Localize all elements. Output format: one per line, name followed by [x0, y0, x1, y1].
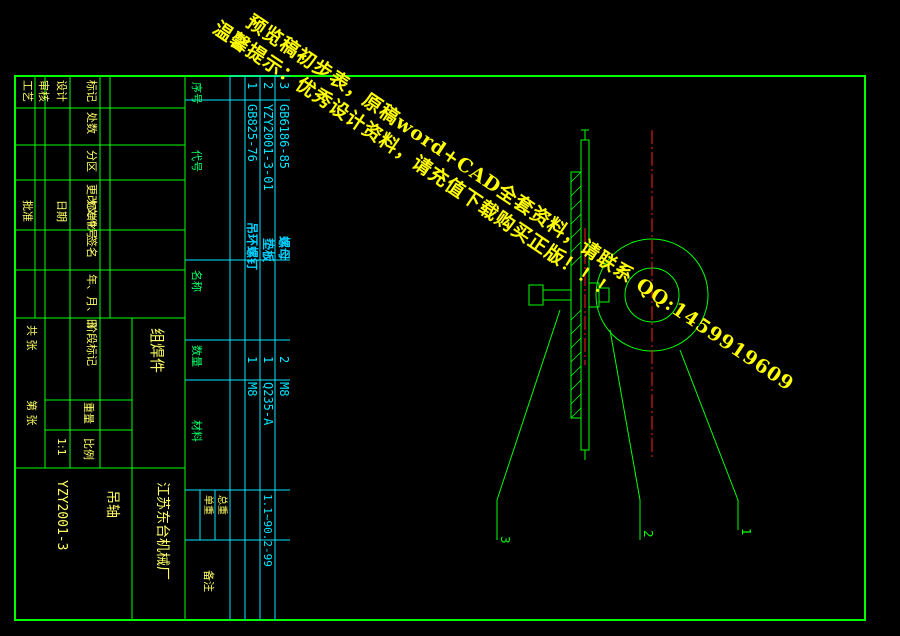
row1-name: 螺母 [277, 236, 292, 260]
label-zone: 分区 [85, 150, 98, 172]
bolt-head [528, 284, 544, 306]
label-design: 设计 [55, 80, 68, 102]
header-code: 代号 [190, 150, 203, 172]
parts-list-rows: 3 GB6186-85 螺母 2 M8 2 YZY2001-3-01 垫板 1 … [245, 82, 292, 567]
row1-code: GB6186-85 [277, 104, 291, 169]
balloon-3: 3 [498, 536, 512, 544]
header-note: 备注 [202, 570, 216, 592]
row3-qty: 1 [245, 356, 259, 363]
assembly-name: 组焊件 [148, 328, 166, 373]
row2-qty: 1 [261, 356, 275, 363]
drawing-frame [14, 75, 866, 621]
scale-label: 比例 [82, 438, 96, 460]
header-unit-weight: 单重 [202, 495, 215, 515]
weight-label: 重量 [82, 402, 96, 424]
header-material: 材料 [190, 420, 204, 442]
sheet-total: 共 张 [25, 325, 38, 351]
label-date-ymd: 年、月、日 [85, 274, 99, 329]
label-count: 处数 [85, 112, 98, 134]
row1-no: 3 [277, 82, 291, 89]
label-review: 审核 [37, 80, 51, 102]
balloons: 1 2 3 [498, 528, 753, 544]
row3-name: 吊环螺钉 [245, 222, 260, 270]
nut [588, 282, 600, 308]
washer [598, 287, 610, 303]
header-no: 序号 [190, 82, 204, 104]
row1-qty: 2 [277, 356, 291, 363]
row1-material: M8 [277, 382, 291, 396]
label-change-doc: 更改文件号 [85, 184, 99, 239]
header-qty: 数量 [190, 345, 203, 367]
row3-no: 1 [245, 82, 259, 89]
bolt-shank [542, 289, 572, 301]
label-approve: 批准 [21, 200, 35, 222]
header-name: 名称 [190, 270, 204, 292]
row2-no: 2 [261, 82, 275, 89]
plate-hatch [570, 171, 582, 419]
label-standard: 标准化 [85, 200, 98, 230]
label-sign: 签名 [85, 236, 99, 258]
label-process: 工艺 [21, 80, 34, 102]
row3-material: M8 [245, 382, 259, 396]
sheet-no: 第 张 [25, 400, 39, 426]
row2-material: Q235-A [261, 382, 275, 426]
header-total-weight: 总重 [216, 495, 229, 515]
extra-weight: 1.1~90.2-99 [261, 494, 274, 567]
balloon-1: 1 [739, 528, 753, 536]
scale-value: 1:1 [55, 438, 68, 456]
label-mark: 标记 [85, 80, 99, 102]
company-name: 江苏东台机械厂 [154, 482, 170, 580]
row2-code: YZY2001-3-01 [261, 104, 275, 191]
balloon-2: 2 [641, 530, 655, 538]
title-block-grid [15, 76, 231, 620]
part-name: 吊轴 [104, 490, 120, 518]
row2-name: 垫板 [261, 238, 276, 263]
row3-code: GB825-76 [245, 104, 259, 162]
parts-list-grid [185, 75, 290, 620]
parts-list-header: 序号 代号 名称 数量 材料 单重 总重 备注 [190, 82, 229, 592]
label-stage-mark: 阶段标记 [85, 322, 99, 366]
drawing-no: YZY2001-3 [54, 480, 69, 550]
lifting-shaft-drawing [496, 129, 739, 540]
title-block-text: 组焊件 吊轴 YZY2001-3 江苏东台机械厂 比例 1:1 重量 共 张 第… [21, 80, 170, 580]
center-lines [584, 130, 653, 460]
label-date: 日期 [55, 200, 68, 222]
